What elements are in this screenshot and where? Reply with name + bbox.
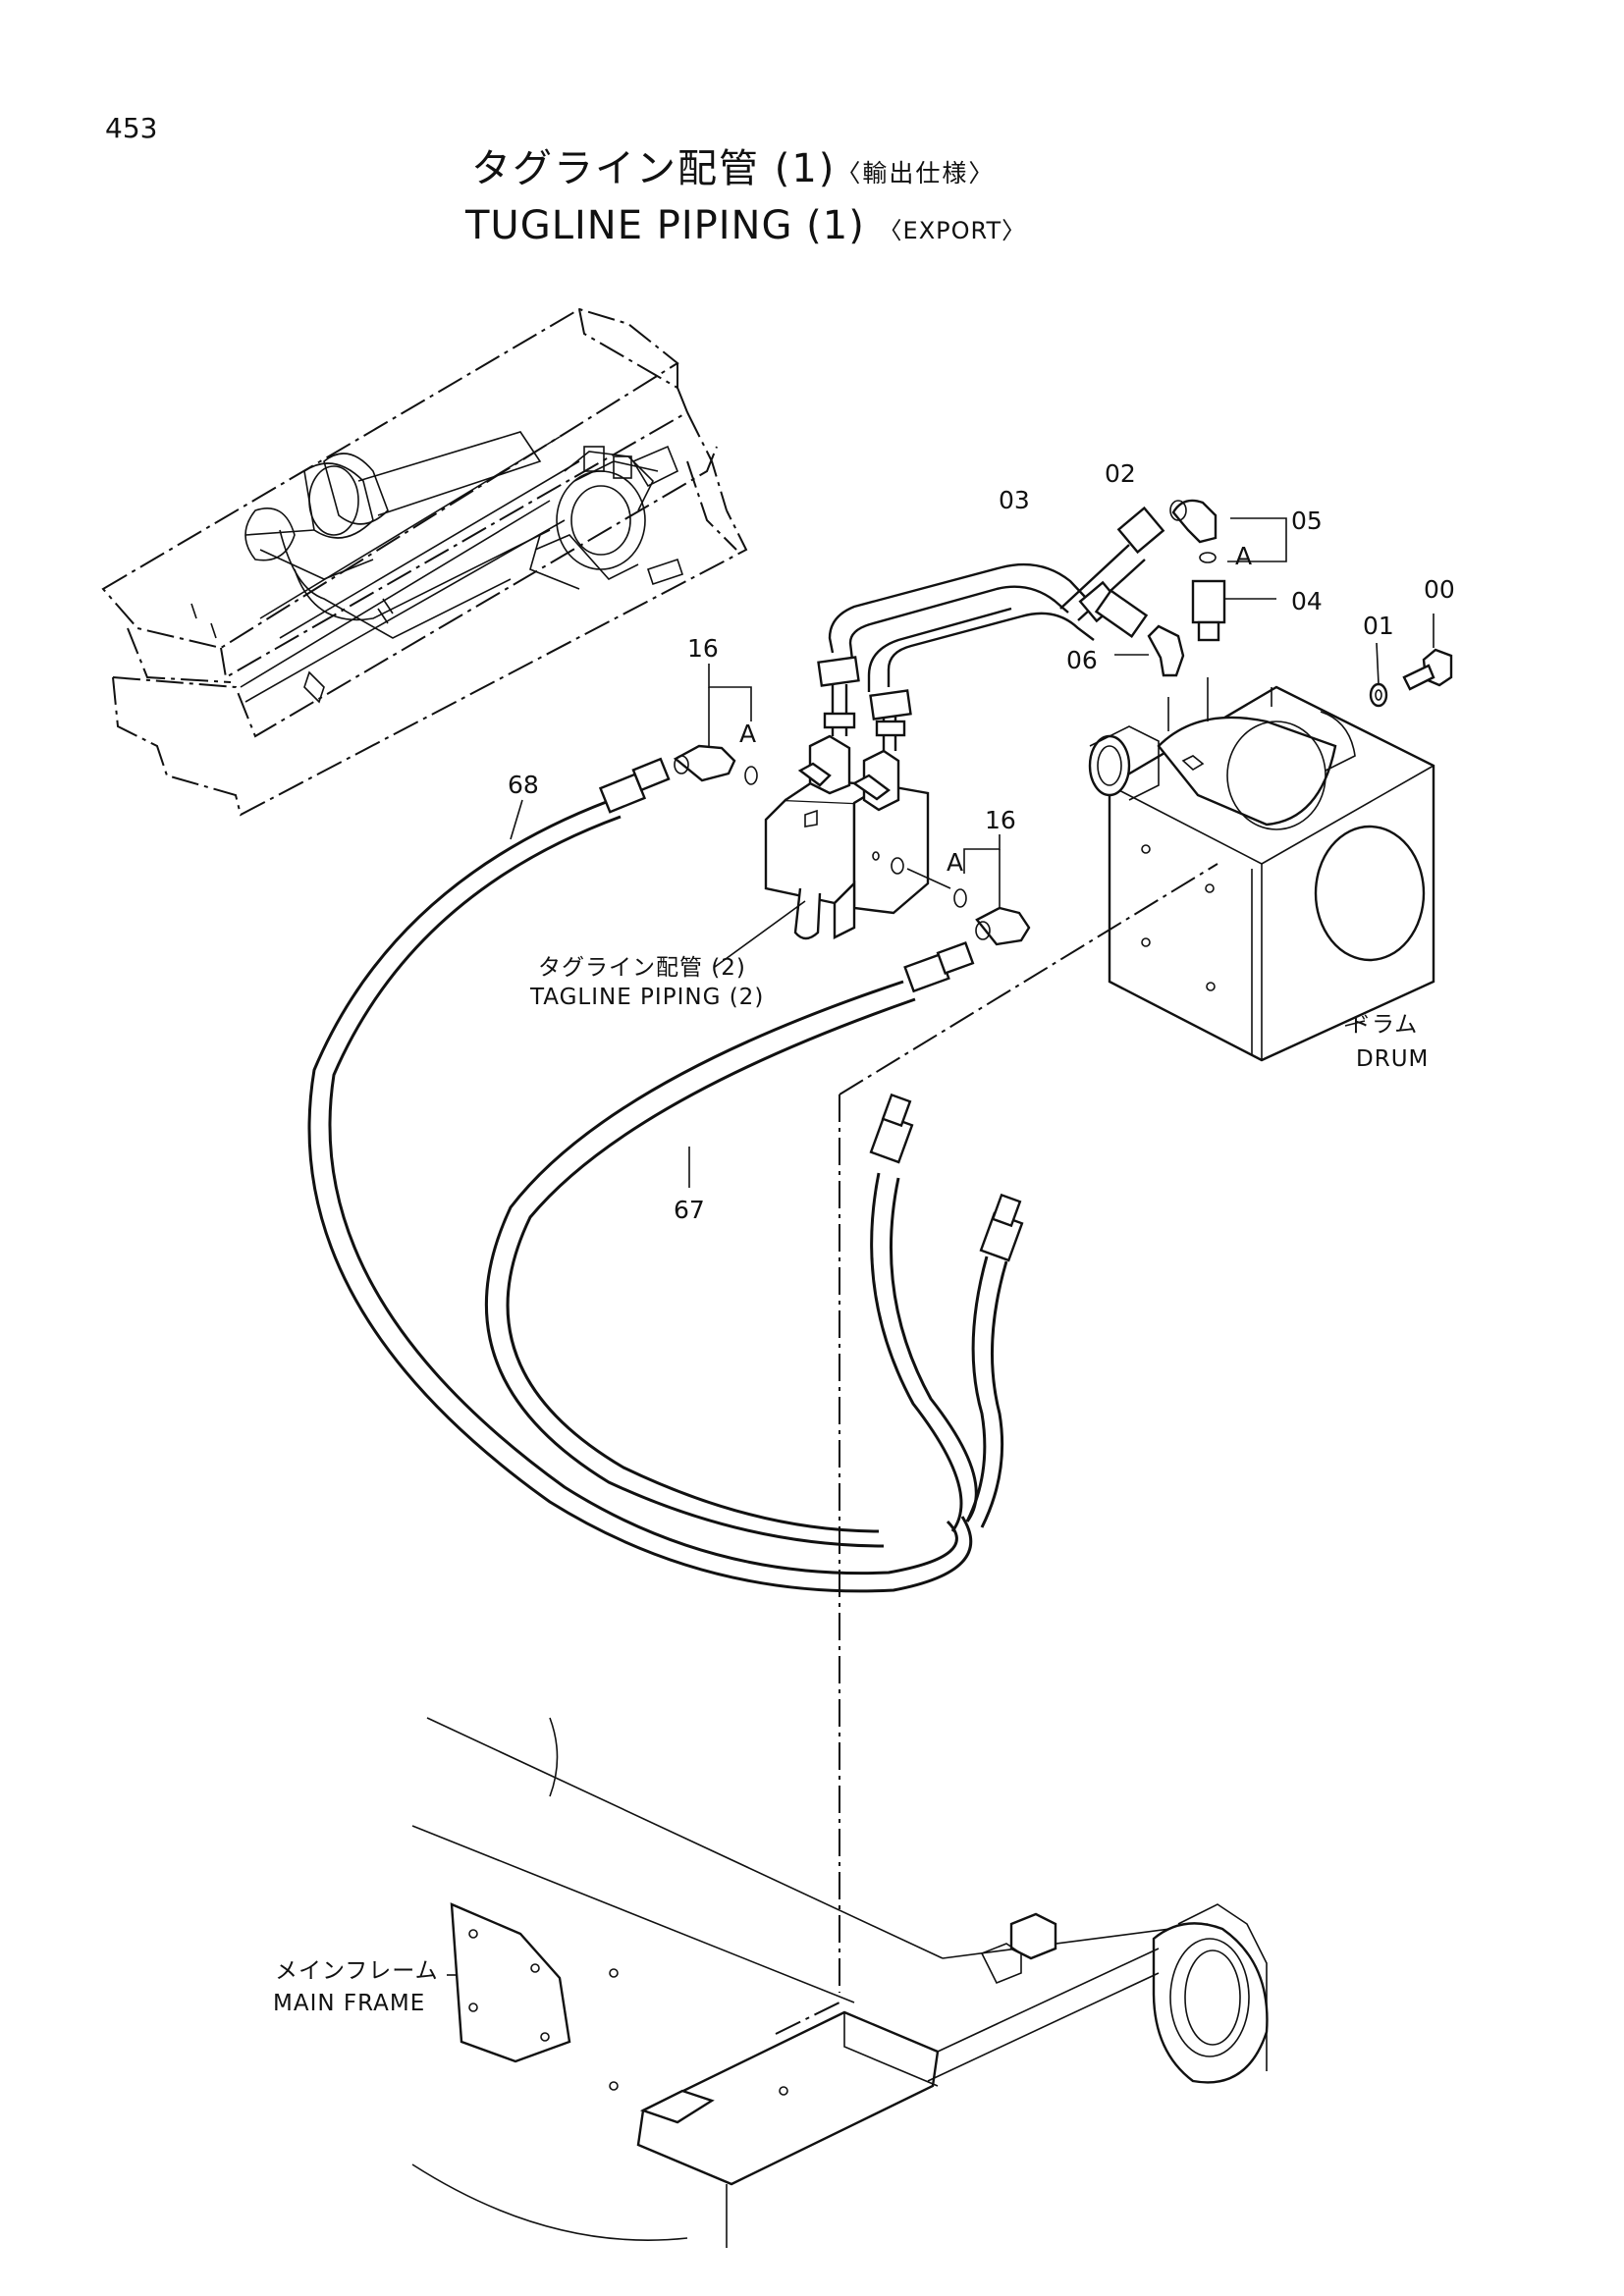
page-title-en: TUGLINE PIPING (1) 〈EXPORT〉 [465,206,1026,245]
title-jp-note: 〈輸出仕様〉 [836,159,996,187]
part-label-06: 06 [1066,646,1098,674]
part-label-00: 00 [1424,575,1455,604]
fitting-06-elbow [1114,624,1185,677]
boom-assembly-inset [101,307,748,817]
caption-drum-en: DRUM [1356,1046,1430,1072]
caption-mainframe-en: MAIN FRAME [273,1991,426,2016]
callout-a-16-lower: A [947,848,964,877]
leader-05 [1227,517,1287,562]
leader-drum [1344,1020,1366,1027]
hose-67-nut [936,940,975,976]
pipe-end-nut [869,689,912,721]
main-frame [411,1717,1269,2248]
fitting-nut [875,720,906,737]
part-label-01: 01 [1363,612,1394,640]
part-label-03: 03 [999,486,1030,514]
drum [1088,677,1435,1062]
hose-fitting-nut [881,1093,912,1128]
hose-02-assembly [1059,506,1165,638]
part-label-04: 04 [1291,587,1323,615]
fitting-16-lower [906,834,1031,946]
hose-68-nut [631,757,671,792]
part-label-16-lower: 16 [985,806,1016,834]
caption-mainframe-jp: メインフレーム [275,1958,439,1984]
part-label-02: 02 [1105,459,1136,488]
part-label-05: 05 [1291,507,1323,535]
title-jp-text: タグライン配管 (1) [471,146,837,191]
fitting-04-adapter [1191,579,1276,642]
fitting-05-elbow [1169,499,1218,563]
page-title-jp: タグライン配管 (1)〈輸出仕様〉 [471,149,995,188]
part-label-67: 67 [674,1196,705,1224]
caption-tagline2-jp: タグライン配管 (2) [538,955,746,981]
leader-tagline-piping-2 [714,900,806,968]
bolt-00 [1402,614,1453,691]
hose-68 [307,757,973,1593]
valve-block [764,684,930,940]
hose-fitting-nut [991,1193,1022,1228]
pipe-end-nut [817,656,860,687]
centerline-diagonal [839,863,1218,1095]
hose-end-fitting [1116,506,1165,555]
pipe-elbow [1094,589,1149,638]
page-number: 453 [105,112,158,144]
callout-a-16-upper: A [739,720,757,748]
washer-01 [1369,642,1388,708]
fitting-nut [823,712,856,729]
fitting-16-upper [673,664,758,785]
part-label-68: 68 [508,771,539,799]
title-en-note: 〈EXPORT〉 [878,217,1027,244]
caption-tagline2-en: TAGLINE PIPING (2) [530,985,765,1010]
hose-ends-right [869,1093,1024,1532]
caption-drum-jp: ドラム [1348,1012,1419,1038]
pipe-03-assembly [817,562,1095,721]
part-label-16-upper: 16 [687,634,719,663]
hose-67 [484,940,975,1548]
title-en-text: TUGLINE PIPING (1) [465,203,865,248]
